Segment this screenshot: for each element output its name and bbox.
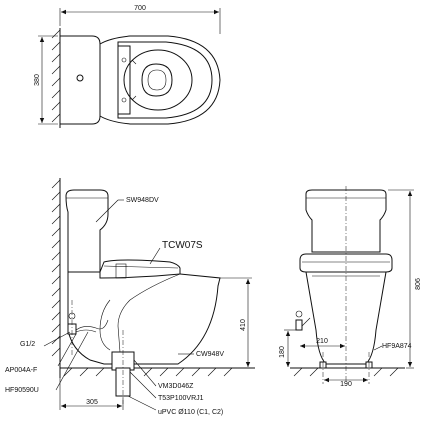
seat-ring [123,49,193,111]
dim-410-label: 410 [240,319,247,331]
dim-380-label: 380 [34,74,41,86]
tank-top-outline [60,35,101,125]
label-front-hose-part: HF9A874 [382,343,412,350]
leader-valve-part [57,333,77,367]
side-view: SW948DV TCW07S CW948V G1/2 AP004A-F HF90… [5,178,255,416]
wall-hatch [51,29,61,123]
trap-inner-upper [117,273,181,353]
bowl-top-outline [99,35,221,125]
label-valve-part: AP004A-F [5,367,37,374]
supply-hose [75,319,109,331]
dim-806-label: 806 [415,278,422,290]
tank-side-outline [65,189,109,273]
front-floor-hatch [293,367,399,377]
side-floor-hatch [63,367,233,377]
leader-seat [149,247,161,265]
front-valve-body [295,319,303,331]
hinge-detail-lower [121,97,127,103]
label-tank-part: SW948DV [126,197,159,204]
label-bowl-part: CW948V [196,351,224,358]
dim-180-label: 180 [279,346,286,358]
leader-flange [133,359,157,387]
side-wall-hatch [51,179,61,357]
top-view: 700 380 [34,5,221,128]
dim-305-label: 305 [86,399,98,406]
leader-bolt [129,371,157,399]
label-hose-part: HF90590U [5,387,39,394]
label-valve-thread: G1/2 [20,341,35,348]
leader-pipe [127,395,157,411]
hinge-detail-upper-line [131,59,137,65]
tank-front-outline [305,189,387,253]
label-seat-part: TCW07S [162,240,203,251]
front-valve-hose [301,317,311,327]
seat-front-outline [299,253,393,273]
dim-190-label: 190 [340,381,352,388]
leader-front-hose [373,345,383,351]
front-valve-knob [295,310,303,318]
seat-hinge-side [115,263,127,279]
leader-tank [95,199,119,223]
dim-210-label: 210 [316,338,328,345]
trap-inner-lower [99,299,111,351]
flush-button [76,74,84,82]
seat-lid-outline [117,41,213,119]
seat-line [103,265,179,269]
hinge-detail-lower-line [131,95,137,101]
label-bolt-part: T53P100VRJ1 [158,395,204,402]
inner-bowl-rim [147,69,167,91]
inner-bowl [141,63,173,97]
seat-side-outline [99,259,181,279]
label-pipe: uPVC Ø110 (C1, C2) [158,409,223,416]
hinge-detail-upper [121,57,127,63]
dim-700-label: 700 [134,5,146,12]
seat-hinge-block [117,45,131,115]
supply-hose-coil [75,329,97,333]
label-flange-part: VM3D046Z [158,383,194,390]
front-view: 806 180 210 190 HF9A874 [279,186,422,388]
leader-hose [55,331,89,391]
leader-valve [43,331,71,347]
